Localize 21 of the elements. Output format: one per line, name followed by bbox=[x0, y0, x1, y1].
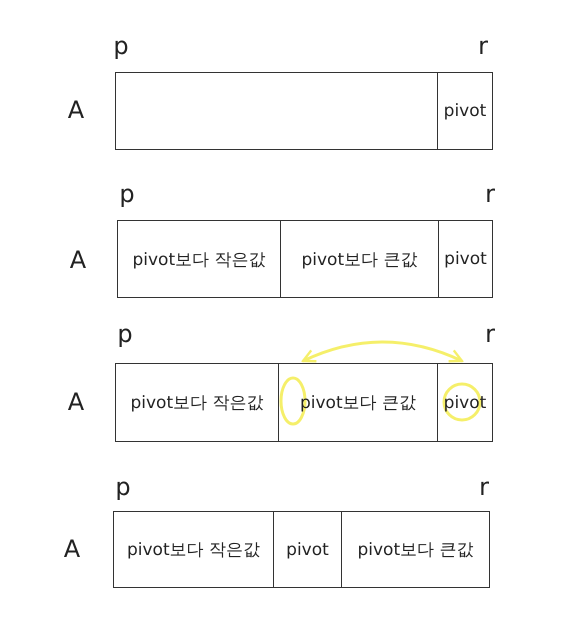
array-cell: pivot보다 작은값 bbox=[117, 220, 281, 298]
array-cell: pivot bbox=[273, 511, 342, 588]
index-letter: p bbox=[117, 322, 133, 346]
index-letter: r bbox=[478, 34, 488, 58]
index-letter: r bbox=[485, 182, 495, 206]
index-letter: r bbox=[479, 475, 489, 499]
array-cell: pivot보다 큰값 bbox=[280, 220, 439, 298]
array-cell: pivot bbox=[437, 72, 493, 150]
index-letter: r bbox=[485, 322, 495, 346]
array-name: A bbox=[68, 98, 84, 122]
array-name: A bbox=[64, 537, 80, 561]
swap-arrow bbox=[302, 340, 464, 363]
array-name: A bbox=[68, 390, 84, 414]
index-letter: p bbox=[115, 475, 131, 499]
index-letter: p bbox=[119, 182, 135, 206]
array-cell: pivot보다 작은값 bbox=[115, 363, 279, 442]
array-cell: pivot보다 작은값 bbox=[113, 511, 274, 588]
array-cell: pivot bbox=[438, 220, 493, 298]
array-cell: pivot보다 큰값 bbox=[341, 511, 490, 588]
index-letter: p bbox=[113, 34, 129, 58]
array-name: A bbox=[70, 248, 86, 272]
